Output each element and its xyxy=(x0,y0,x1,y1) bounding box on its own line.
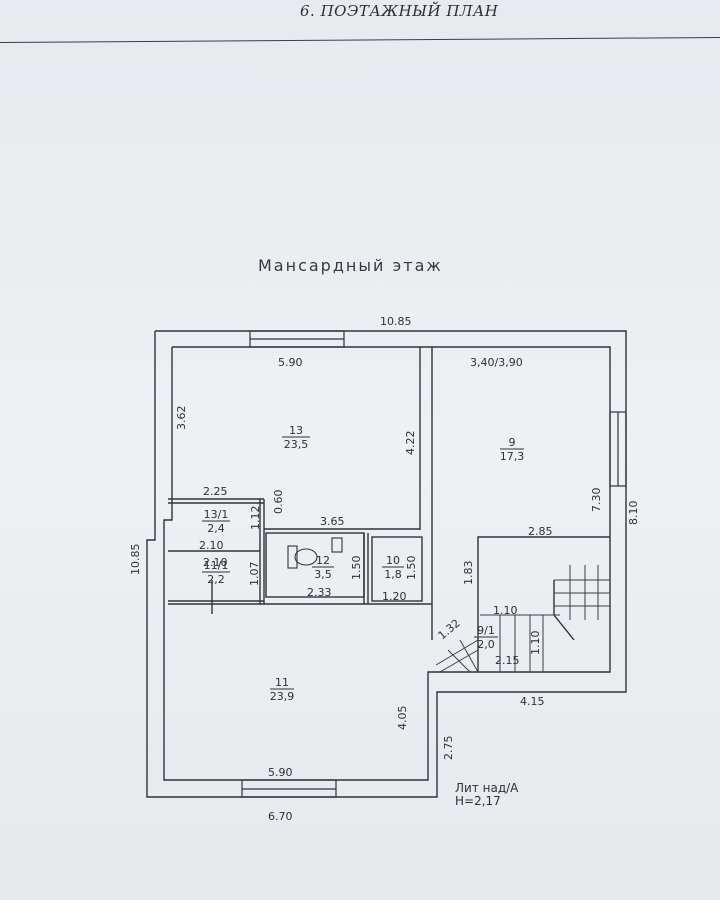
dim-top-total: 10.85 xyxy=(380,315,412,328)
room-12-area: 3,5 xyxy=(314,568,332,581)
dim-lower-right: 4.15 xyxy=(520,695,545,708)
room-13-area: 23,5 xyxy=(284,438,309,451)
room-12-number: 12 xyxy=(316,554,330,567)
toilet-icon xyxy=(287,537,343,569)
ceiling-height: H=2,17 xyxy=(455,794,501,808)
dim-r10-width: 1.20 xyxy=(382,590,407,603)
dim-r9-1-width: 2.15 xyxy=(495,654,520,667)
room-11-area: 23,9 xyxy=(270,690,295,703)
room-9-number: 9 xyxy=(509,436,516,449)
room-9-area: 17,3 xyxy=(500,450,525,463)
dim-left-total: 10.85 xyxy=(129,544,142,576)
room-13-number: 13 xyxy=(289,424,303,437)
dim-room11-depth: 4.05 xyxy=(396,706,409,731)
room-9-1-number: 9/1 xyxy=(477,624,495,637)
dim-stair-depth: 1.83 xyxy=(462,561,475,586)
room-11-number: 11 xyxy=(275,676,289,689)
dim-room13-right: 4.22 xyxy=(404,431,417,456)
section-title: 6. ПОЭТАЖНЫЙ ПЛАН xyxy=(300,2,499,20)
dim-landing-width: 1.10 xyxy=(493,604,518,617)
dim-room13-width: 5.90 xyxy=(278,356,303,369)
room-labels: 13 23,5 9 17,3 13/1 2,4 11/1 2,2 12 3,5 … xyxy=(202,424,524,703)
dim-wc-depth: 1.50 xyxy=(350,556,363,581)
dim-r11-1-width: 2.10 xyxy=(199,539,224,552)
dim-r11-1-width2: 2.10 xyxy=(203,556,228,569)
stair-winder xyxy=(459,639,479,673)
windows xyxy=(241,330,627,798)
dim-corridor-width: 3.65 xyxy=(320,515,345,528)
dim-step: 2.75 xyxy=(442,736,455,761)
floor-title: Мансардный этаж xyxy=(258,256,443,275)
dim-stair-width: 2.85 xyxy=(528,525,553,538)
lit-label: Лит над/А xyxy=(455,781,519,795)
stair-winder xyxy=(435,639,479,666)
room-11-1-number: 11/1 xyxy=(204,559,229,572)
room-10-area: 1,8 xyxy=(384,568,402,581)
dim-bottom-total: 6.70 xyxy=(268,810,293,823)
stair-enclosure xyxy=(477,536,610,672)
room-13-1-number: 13/1 xyxy=(204,508,229,521)
dim-room13-depth: 3.62 xyxy=(175,406,188,431)
dim-room9-width: 3,40/3,90 xyxy=(470,356,523,369)
room-10-number: 10 xyxy=(386,554,400,567)
room-13-1-area: 2,4 xyxy=(207,522,225,535)
dim-r13-1-width: 2.25 xyxy=(203,485,228,498)
wall-room-10 xyxy=(371,536,423,602)
dim-room9-depth: 7.30 xyxy=(590,488,603,513)
dim-r11-1-depth: 1.07 xyxy=(248,562,261,587)
room-11-1-area: 2,2 xyxy=(207,573,225,586)
dim-landing-depth: 1.10 xyxy=(529,631,542,656)
stair-block xyxy=(553,580,575,641)
dim-partition: 0.60 xyxy=(272,490,285,515)
dim-room11-width: 5.90 xyxy=(268,766,293,779)
stairs xyxy=(435,565,610,673)
dim-stair-diag: 1.32 xyxy=(436,617,463,643)
dim-right-total: 8.10 xyxy=(627,501,640,526)
room-9-1-area: 2,0 xyxy=(477,638,495,651)
lit-note: Лит над/А H=2,17 xyxy=(455,782,518,808)
dim-r10-depth: 1.50 xyxy=(405,556,418,581)
dim-wc-width: 2.33 xyxy=(307,586,332,599)
dim-r13-1-depth: 1.12 xyxy=(249,506,262,531)
stair-winder xyxy=(447,649,471,673)
